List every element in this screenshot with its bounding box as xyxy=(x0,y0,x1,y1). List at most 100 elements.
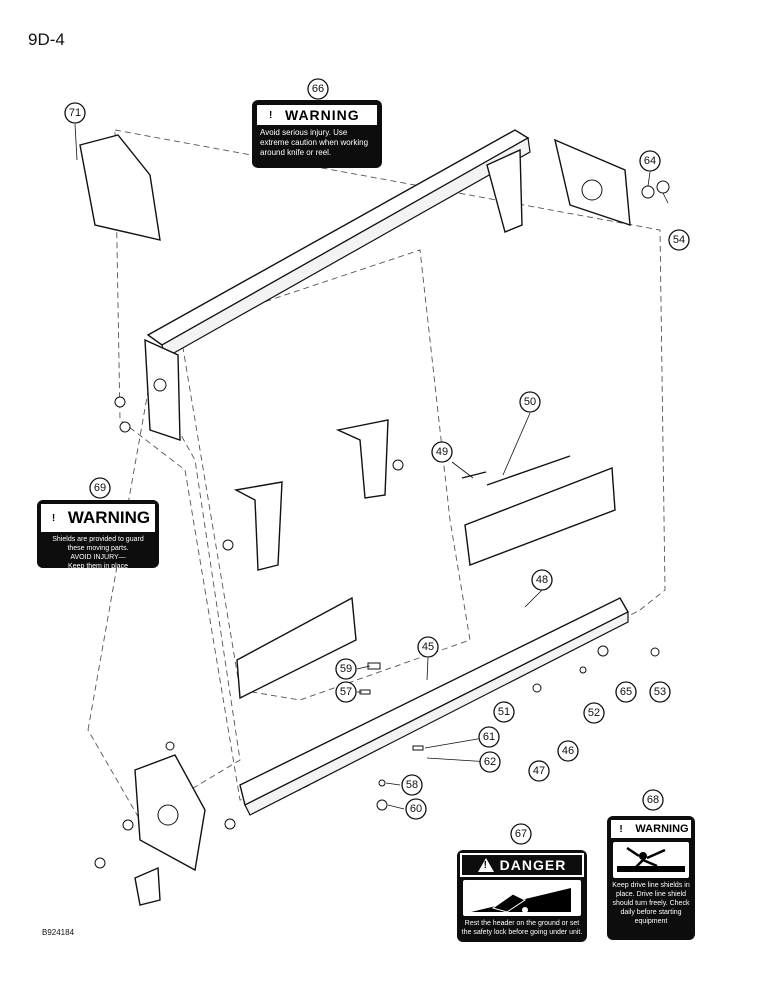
callout-48: 48 xyxy=(531,569,553,591)
callout-67: 67 xyxy=(510,823,532,845)
callout-60: 60 xyxy=(405,798,427,820)
drawing-code: B924184 xyxy=(42,928,75,937)
callout-69: 69 xyxy=(89,477,111,499)
svg-text:68: 68 xyxy=(647,794,659,806)
callout-61: 61 xyxy=(478,726,500,748)
svg-text:50: 50 xyxy=(524,396,536,408)
warning-triangle-icon xyxy=(477,858,494,872)
page-reference: 9D-4 xyxy=(28,30,65,49)
svg-text:51: 51 xyxy=(498,706,510,718)
warning-decal-69: WARNING Shields are provided to guard th… xyxy=(37,500,159,570)
bolt xyxy=(94,857,106,869)
svg-text:59: 59 xyxy=(340,663,352,675)
decal-body: Shields are provided to guard these movi… xyxy=(52,536,144,570)
bolt xyxy=(224,818,236,830)
svg-text:54: 54 xyxy=(673,234,685,246)
callout-45: 45 xyxy=(417,636,439,658)
washer-54 xyxy=(656,180,670,194)
warning-triangle-icon xyxy=(263,108,279,122)
decal-header: DANGER xyxy=(460,853,584,877)
bottom-left-plate xyxy=(134,866,161,906)
callout-68: 68 xyxy=(642,789,664,811)
svg-text:61: 61 xyxy=(483,731,495,743)
svg-text:69: 69 xyxy=(94,482,106,494)
pin-58 xyxy=(378,779,386,787)
callout-51: 51 xyxy=(493,701,515,723)
callout-57: 57 xyxy=(335,681,357,703)
bolt-51 xyxy=(532,683,542,693)
svg-text:58: 58 xyxy=(406,779,418,791)
svg-text:71: 71 xyxy=(69,107,81,119)
pin-61 xyxy=(412,745,424,751)
bolt xyxy=(119,421,131,433)
strip-49 xyxy=(461,471,487,479)
warning-decal-68: WARNING Keep drive line shields in place… xyxy=(607,816,695,940)
callout-52: 52 xyxy=(583,702,605,724)
svg-text:64: 64 xyxy=(644,155,656,167)
left-post-hole xyxy=(153,378,167,392)
bottom-bracket-hole xyxy=(157,804,179,826)
callout-65: 65 xyxy=(615,681,637,703)
svg-text:45: 45 xyxy=(422,641,434,653)
callout-66: 66 xyxy=(307,78,329,100)
warning-triangle-icon xyxy=(613,822,630,836)
callout-50: 50 xyxy=(519,391,541,413)
decal-body: Avoid serious injury. Use extreme cautio… xyxy=(260,128,369,157)
callout-64: 64 xyxy=(639,150,661,172)
right-upright xyxy=(486,148,523,233)
svg-text:67: 67 xyxy=(515,828,527,840)
callout-59: 59 xyxy=(335,658,357,680)
callout-62: 62 xyxy=(479,751,501,773)
right-panel xyxy=(464,467,616,566)
panel-outline-inner xyxy=(179,249,471,701)
danger-decal-67: DANGER Rest the header on the ground or … xyxy=(457,850,587,942)
warning-decal-66: WARNING Avoid serious injury. Use extrem… xyxy=(252,100,382,168)
decal-body: Rest the header on the ground or set the… xyxy=(461,920,583,936)
bolt-53 xyxy=(650,647,660,657)
bolt xyxy=(392,459,404,471)
decal-header: WARNING xyxy=(611,820,691,838)
warning-triangle-icon xyxy=(45,511,62,525)
svg-text:65: 65 xyxy=(620,686,632,698)
callout-49: 49 xyxy=(431,441,453,463)
bolt xyxy=(114,396,126,408)
callout-71: 71 xyxy=(64,102,86,124)
bracket-hole xyxy=(581,179,603,201)
callout-54: 54 xyxy=(668,229,690,251)
svg-text:48: 48 xyxy=(536,574,548,586)
clip-59 xyxy=(367,662,381,670)
bolt xyxy=(165,741,175,751)
crush-hazard-pictogram-icon xyxy=(463,880,581,916)
nut-64 xyxy=(641,185,655,199)
callout-47: 47 xyxy=(528,760,550,782)
decal-header: WARNING xyxy=(257,105,377,125)
strip-50 xyxy=(486,455,571,486)
svg-text:47: 47 xyxy=(533,765,545,777)
bottom-channel-face xyxy=(244,611,629,816)
bolt xyxy=(122,819,134,831)
svg-text:52: 52 xyxy=(588,707,600,719)
svg-text:62: 62 xyxy=(484,756,496,768)
svg-text:53: 53 xyxy=(654,686,666,698)
svg-text:57: 57 xyxy=(340,686,352,698)
callout-53: 53 xyxy=(649,681,671,703)
left-shield-outline xyxy=(87,378,241,821)
callout-58: 58 xyxy=(401,774,423,796)
entanglement-pictogram-icon xyxy=(613,842,689,878)
left-upright xyxy=(233,481,283,571)
svg-text:60: 60 xyxy=(410,803,422,815)
decal-header: WARNING xyxy=(41,504,155,532)
top-left-shield xyxy=(79,134,161,241)
center-upright xyxy=(335,419,389,499)
svg-text:49: 49 xyxy=(436,446,448,458)
bolt-65 xyxy=(597,645,609,657)
lower-left-panel xyxy=(236,596,357,700)
svg-text:66: 66 xyxy=(312,83,324,95)
screw-52 xyxy=(579,666,587,674)
decal-body: Keep drive line shields in place. Drive … xyxy=(612,882,690,925)
nut-60 xyxy=(376,799,388,811)
bolt xyxy=(222,539,234,551)
top-frame-bar-side xyxy=(161,137,531,359)
svg-text:46: 46 xyxy=(562,745,574,757)
